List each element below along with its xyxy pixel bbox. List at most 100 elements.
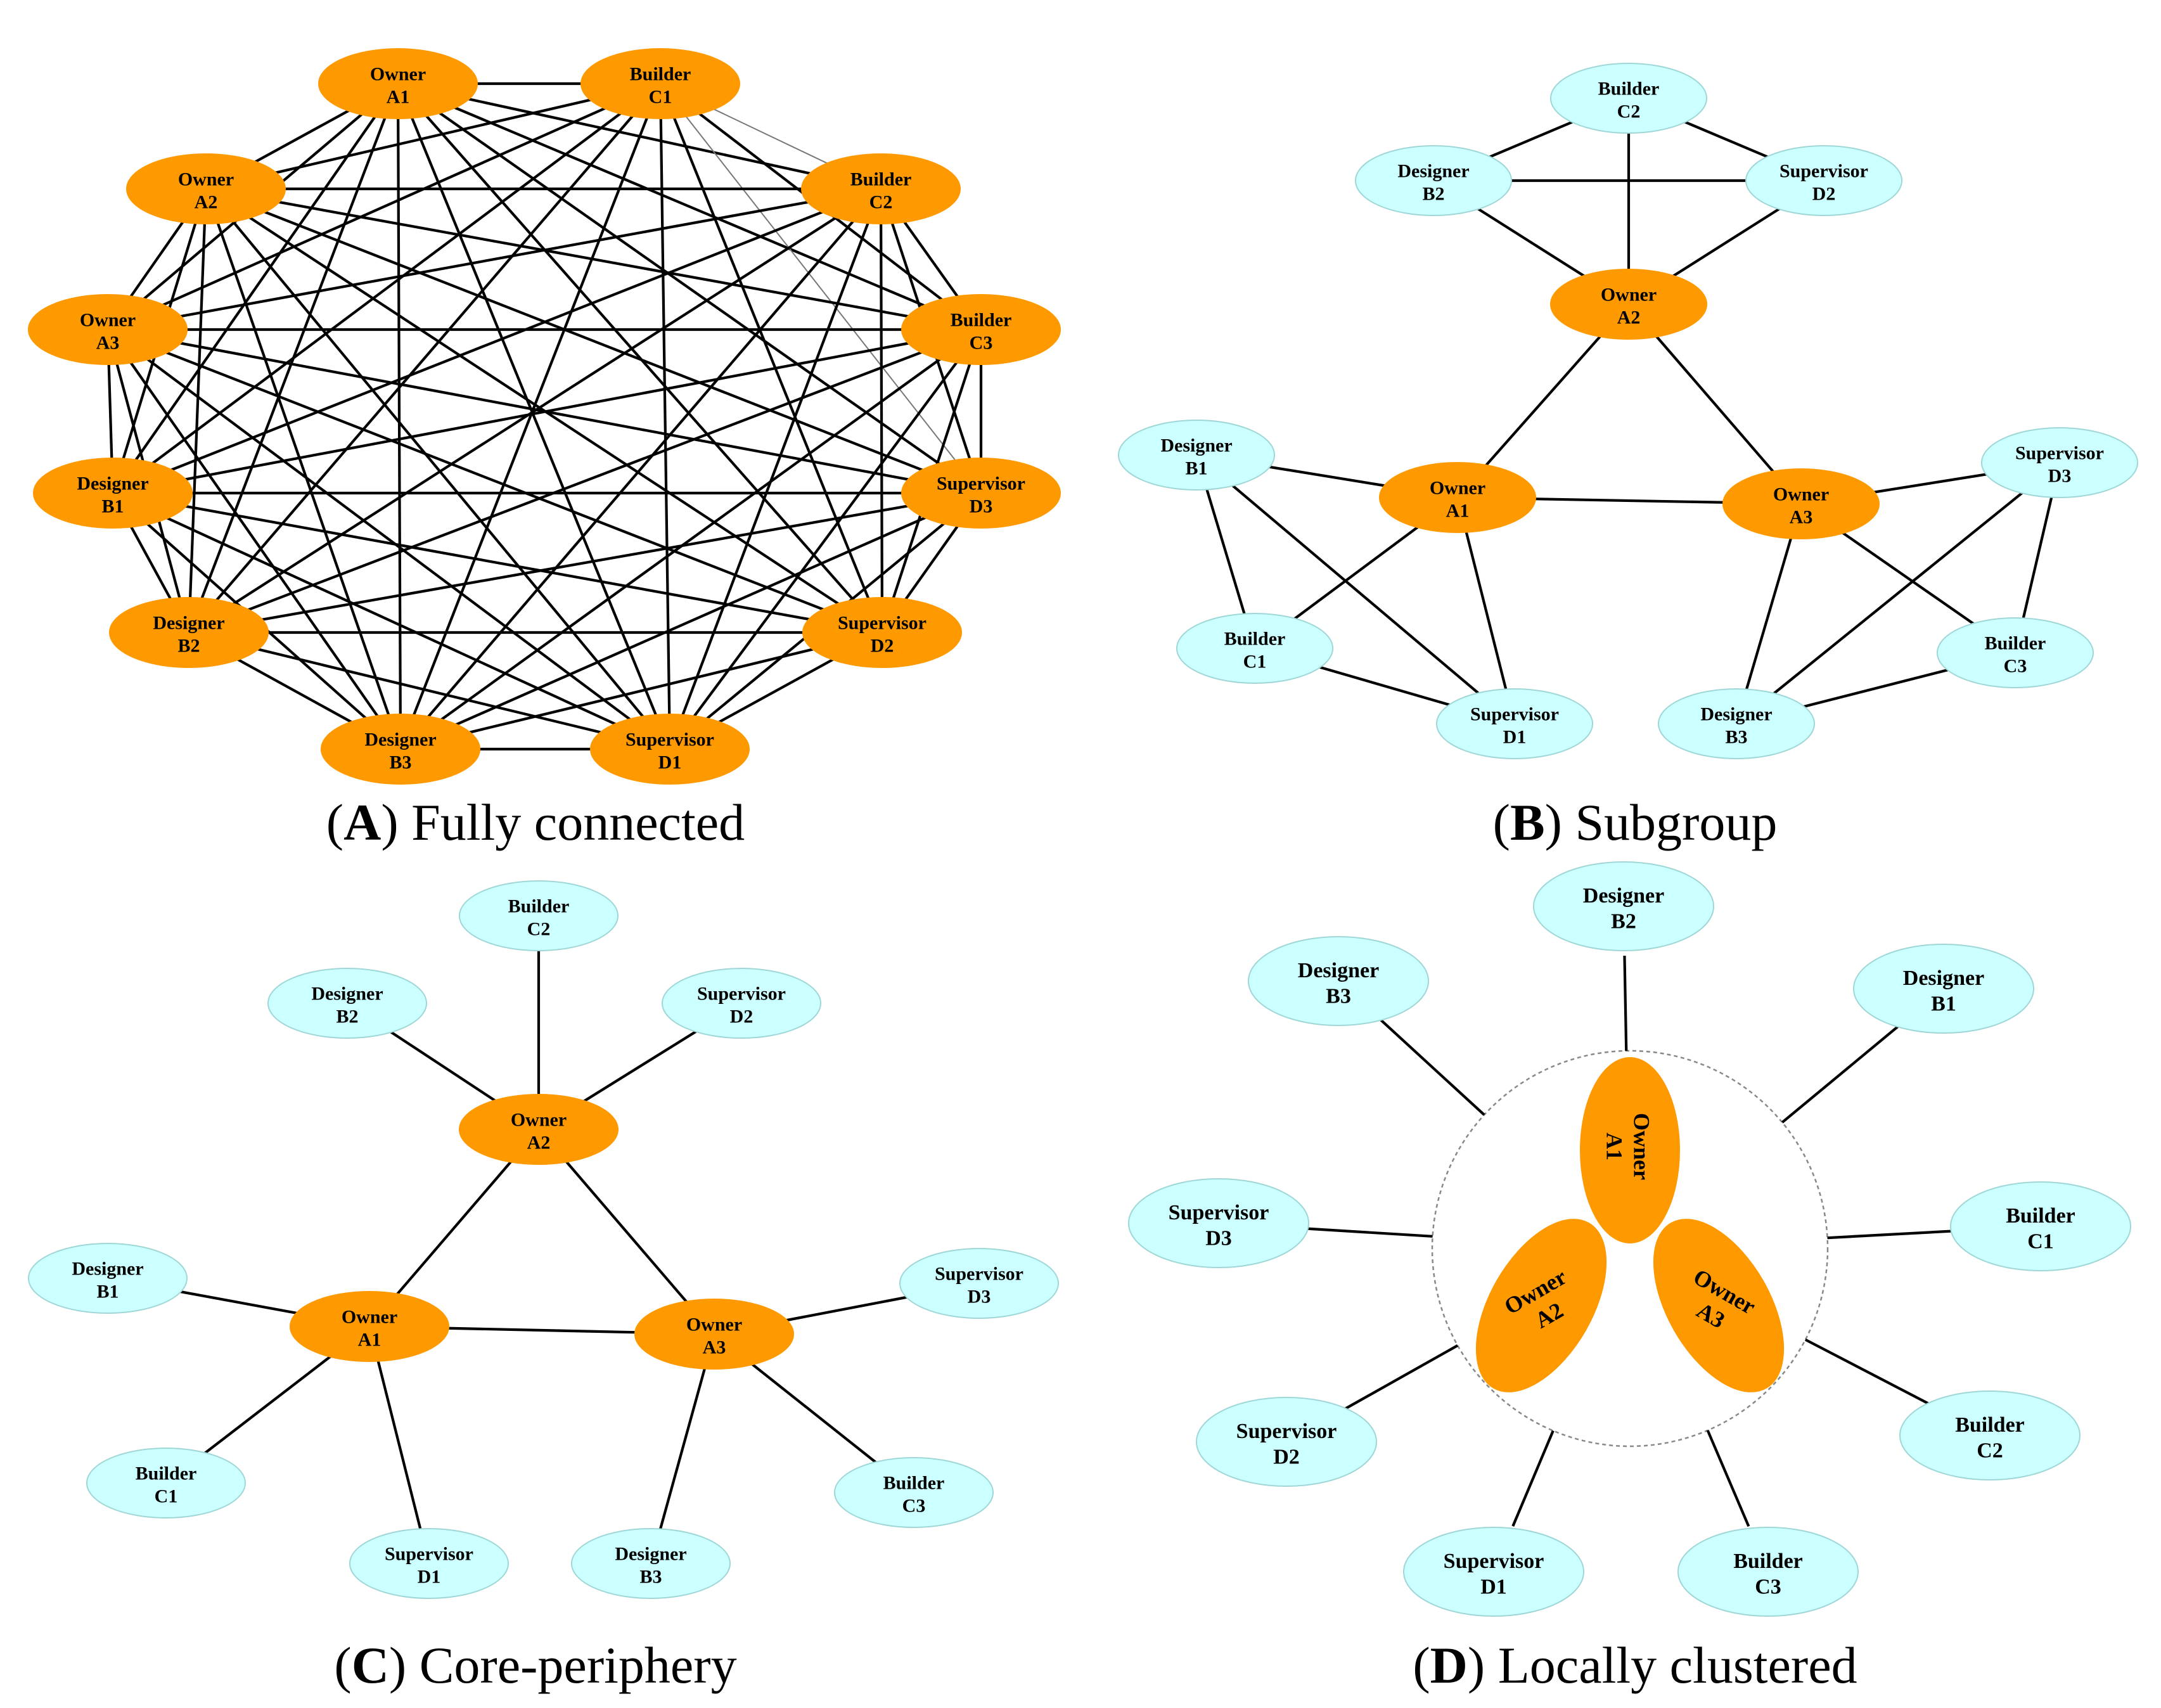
node-id: D2 bbox=[871, 636, 894, 657]
edge-c1-d1 bbox=[658, 83, 672, 750]
node-ellipse bbox=[1550, 63, 1707, 134]
edge-a3-b3 bbox=[106, 328, 402, 750]
caption-b-text: Subgroup bbox=[1575, 793, 1777, 851]
node-role: Owner bbox=[686, 1314, 742, 1335]
edge-d2-b3 bbox=[400, 631, 883, 751]
node-id: D1 bbox=[1480, 1576, 1507, 1599]
edge-c3-b1 bbox=[112, 328, 982, 495]
node-ellipse bbox=[634, 1299, 794, 1370]
node-id: C1 bbox=[2027, 1230, 2054, 1254]
node-ellipse bbox=[1379, 462, 1536, 533]
node-ellipse bbox=[1550, 269, 1707, 340]
edge-a2-a3 bbox=[537, 1128, 715, 1335]
node-a2: OwnerA2 bbox=[1475, 1219, 1607, 1392]
node-id: B1 bbox=[96, 1281, 119, 1302]
node-id: C3 bbox=[902, 1496, 926, 1517]
node-role: Supervisor bbox=[385, 1544, 473, 1565]
node-role: Supervisor bbox=[935, 1264, 1023, 1285]
node-role: Designer bbox=[1298, 959, 1379, 982]
node-ellipse bbox=[1658, 688, 1815, 759]
node-id: B1 bbox=[1931, 992, 1956, 1016]
node-role: Builder bbox=[2006, 1204, 2075, 1228]
edge-a1-d1 bbox=[368, 1326, 431, 1564]
node-id: C2 bbox=[869, 192, 893, 213]
node-role: Supervisor bbox=[2015, 443, 2104, 464]
edge-a2-c3 bbox=[205, 187, 982, 331]
node-ellipse bbox=[1176, 613, 1333, 684]
node-role: Supervisor bbox=[1236, 1420, 1337, 1443]
node-ellipse bbox=[1950, 1181, 2131, 1271]
node-id: A1 bbox=[1601, 1133, 1627, 1160]
node-ellipse bbox=[1128, 1178, 1309, 1268]
edge-c1-d2 bbox=[659, 83, 883, 633]
node-ellipse bbox=[802, 597, 962, 668]
edges bbox=[1267, 955, 1992, 1527]
node-id: A2 bbox=[527, 1133, 551, 1153]
node-role: Designer bbox=[153, 613, 224, 634]
node-id: A3 bbox=[1790, 507, 1813, 528]
node-role: Designer bbox=[1903, 966, 1984, 990]
node-ellipse bbox=[33, 458, 193, 529]
edge-a3-d2 bbox=[107, 328, 883, 634]
edge-c2-d1 bbox=[669, 188, 882, 750]
caption-b-letter: B bbox=[1510, 793, 1545, 851]
node-role: Owner bbox=[342, 1307, 397, 1328]
caption-c-text: Core-periphery bbox=[420, 1636, 737, 1694]
node-ellipse bbox=[86, 1448, 246, 1519]
node-role: Builder bbox=[1598, 79, 1660, 100]
node-role: Supervisor bbox=[838, 613, 927, 634]
node-role: Designer bbox=[1583, 884, 1664, 908]
node-ellipse bbox=[349, 1528, 509, 1599]
node-id: B2 bbox=[336, 1006, 358, 1027]
node-ellipse bbox=[28, 294, 188, 365]
spoke-d2 bbox=[1328, 1344, 1459, 1419]
node-id: D3 bbox=[1205, 1227, 1232, 1250]
node-role: Builder bbox=[883, 1473, 945, 1494]
node-ellipse bbox=[318, 48, 478, 119]
spoke-b2 bbox=[1623, 955, 1628, 1051]
node-role: Designer bbox=[1397, 161, 1469, 182]
edge-c1-b3 bbox=[399, 83, 662, 750]
edge-c1-b1 bbox=[112, 82, 662, 494]
node-role: Designer bbox=[364, 729, 436, 750]
edge-a3-b3 bbox=[1735, 503, 1803, 724]
node-id: D3 bbox=[2048, 466, 2072, 487]
node-id: B3 bbox=[639, 1567, 662, 1588]
node-id: A2 bbox=[1617, 307, 1641, 328]
node-id: B2 bbox=[1611, 910, 1636, 934]
node-role: Owner bbox=[1773, 484, 1829, 505]
edge-a2-b3 bbox=[205, 188, 402, 750]
node-id: C1 bbox=[1243, 652, 1267, 672]
edge-a2-a3 bbox=[1627, 303, 1802, 505]
edge-a3-b3 bbox=[649, 1333, 716, 1564]
edge-b1-d2 bbox=[112, 491, 883, 634]
node-a1: OwnerA1 bbox=[1580, 1057, 1680, 1243]
node-ellipse bbox=[459, 880, 619, 951]
node-id: C2 bbox=[1977, 1439, 2003, 1463]
node-ellipse bbox=[1248, 936, 1429, 1026]
